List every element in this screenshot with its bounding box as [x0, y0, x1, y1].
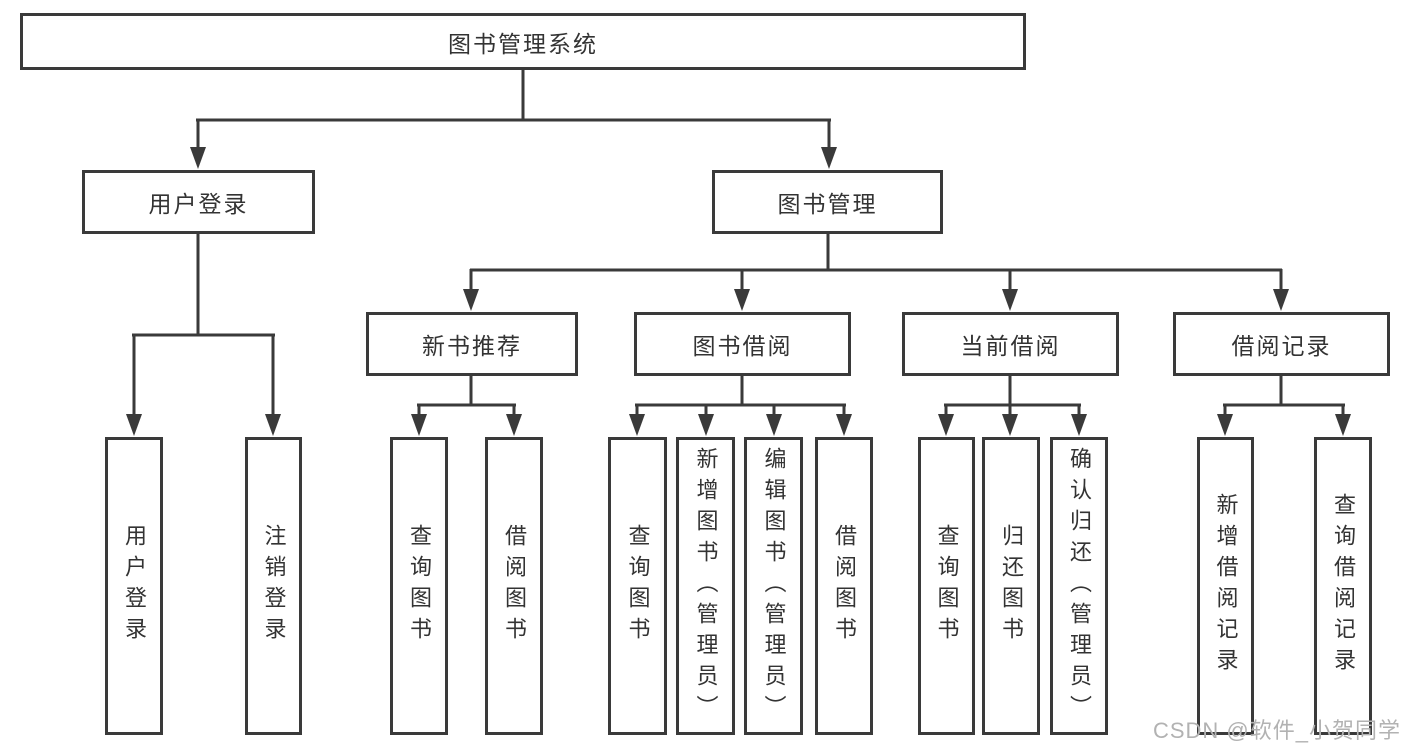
node-label: 查询借阅记录 [1331, 493, 1356, 679]
node-user-login: 用户登录 [82, 170, 315, 234]
csdn-watermark: CSDN @软件_小贺同学 [1152, 718, 1401, 743]
leaf-add-borrow-record: 新增借阅记录 [1197, 437, 1254, 735]
leaf-query-borrow-record: 查询借阅记录 [1314, 437, 1372, 735]
node-book-borrowing: 图书借阅 [634, 312, 851, 376]
leaf-logout: 注销登录 [245, 437, 302, 735]
node-label: 图书管理系统 [448, 30, 598, 57]
node-borrowing-records: 借阅记录 [1173, 312, 1390, 376]
node-label: 编辑图书（管理员） [761, 446, 787, 726]
leaf-confirm-return-admin: 确认归还（管理员） [1050, 437, 1108, 735]
node-label: 新增借阅记录 [1213, 493, 1239, 679]
node-label: 新增图书（管理员） [693, 446, 719, 726]
leaf-recommend-borrow-books: 借阅图书 [485, 437, 543, 735]
node-label: 归还图书 [999, 524, 1024, 648]
node-label: 图书借阅 [692, 333, 793, 359]
leaf-current-query-books: 查询图书 [918, 437, 975, 735]
node-label: 查询图书 [625, 524, 651, 648]
leaf-user-login: 用户登录 [105, 437, 163, 735]
node-label: 图书管理 [777, 191, 878, 217]
node-label: 查询图书 [407, 524, 432, 648]
node-library-management-system: 图书管理系统 [20, 13, 1026, 70]
node-label: 借阅记录 [1231, 333, 1332, 359]
leaf-add-books-admin: 新增图书（管理员） [676, 437, 735, 735]
node-label: 当前借阅 [960, 333, 1061, 359]
node-label: 用户登录 [148, 191, 249, 217]
node-label: 确认归还（管理员） [1067, 446, 1092, 726]
leaf-recommend-query-books: 查询图书 [390, 437, 448, 735]
leaf-borrowing-query-books: 查询图书 [608, 437, 667, 735]
leaf-borrowing-borrow-books: 借阅图书 [815, 437, 873, 735]
node-book-management: 图书管理 [712, 170, 943, 234]
node-label: 用户登录 [122, 524, 147, 648]
node-label: 借阅图书 [832, 524, 857, 648]
node-label: 注销登录 [261, 524, 287, 648]
node-new-book-recommend: 新书推荐 [366, 312, 578, 376]
node-label: 借阅图书 [502, 524, 527, 648]
node-label: 新书推荐 [422, 333, 522, 359]
leaf-return-books: 归还图书 [982, 437, 1040, 735]
leaf-edit-books-admin: 编辑图书（管理员） [744, 437, 803, 735]
node-label: 查询图书 [934, 524, 960, 648]
node-current-borrowing: 当前借阅 [902, 312, 1119, 376]
